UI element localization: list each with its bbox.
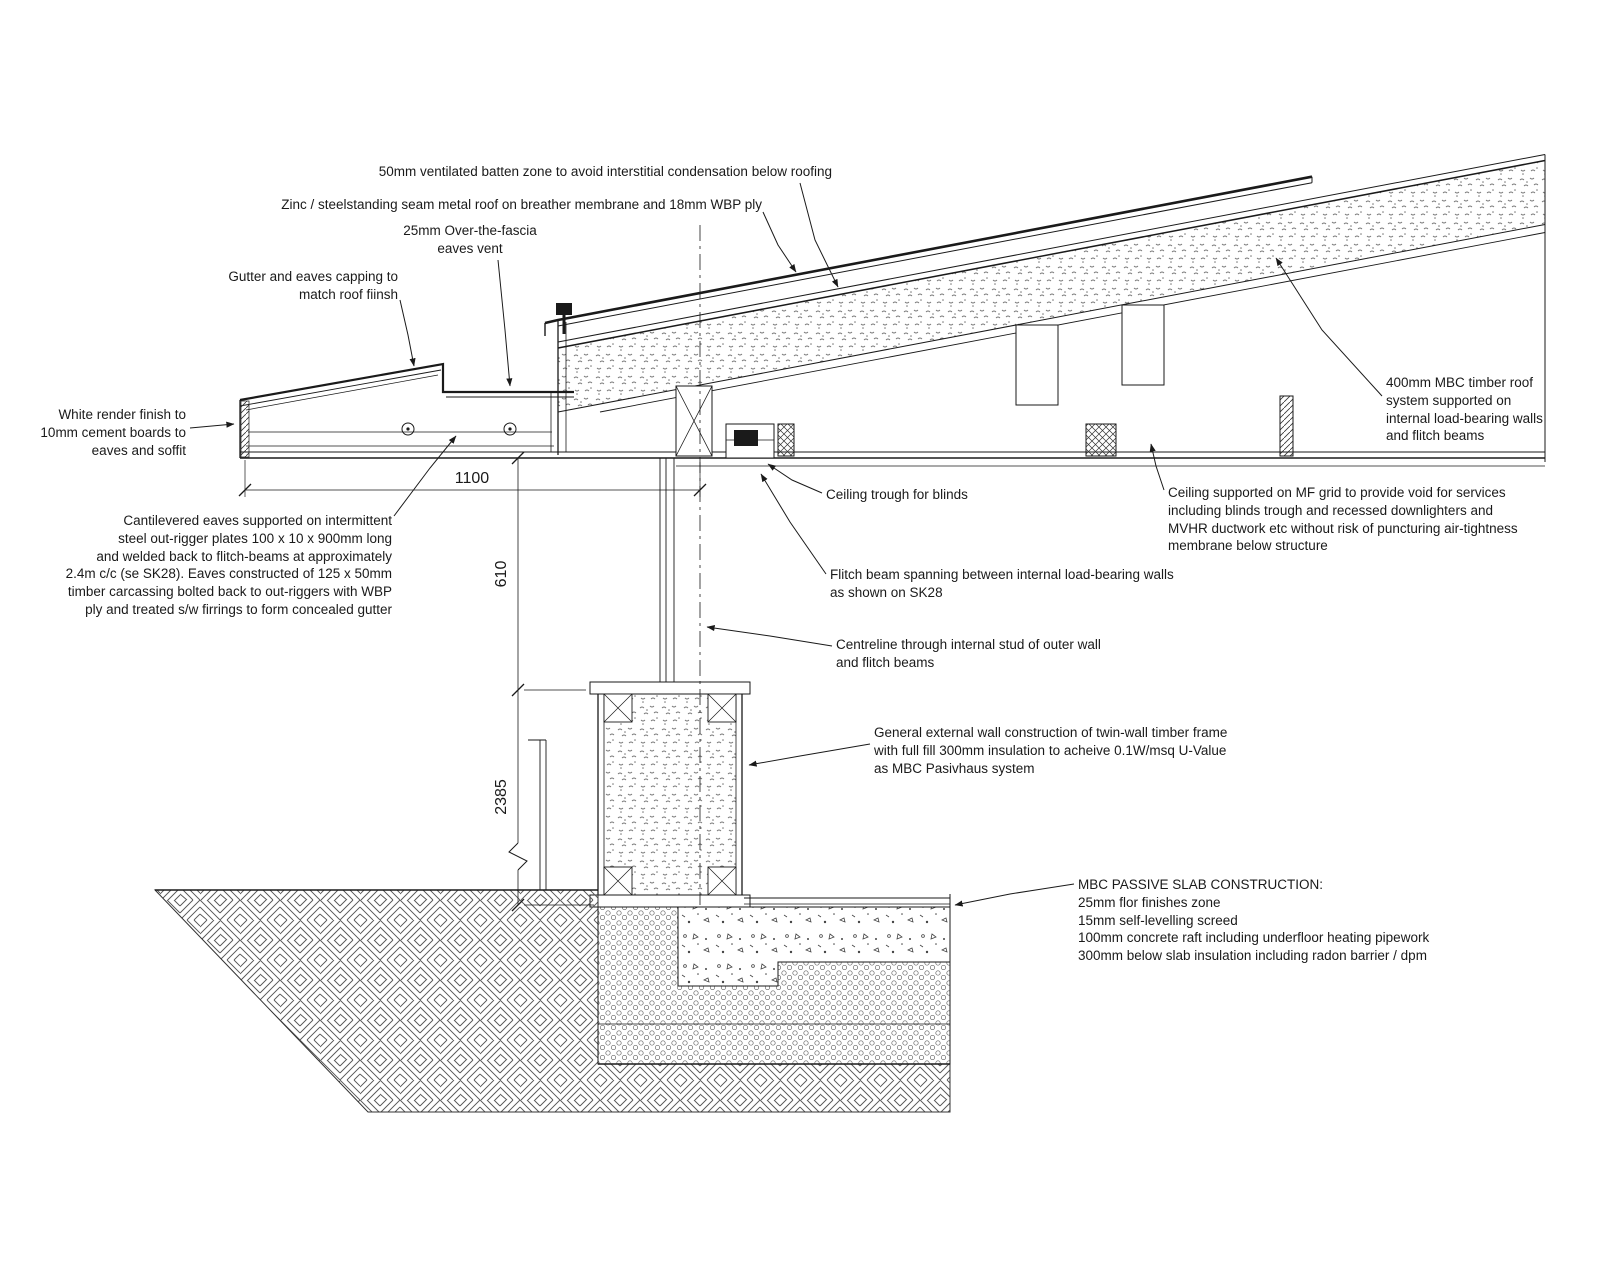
roof-assembly — [544, 154, 1546, 462]
wall-top-plate — [589, 681, 751, 695]
wall-head-stud — [675, 385, 713, 457]
roof-insulation-hatch — [558, 160, 1545, 412]
flitch-beam-section — [777, 423, 795, 457]
leader-roof-system — [1275, 257, 1383, 397]
dim-2385: 2385 — [493, 779, 510, 815]
label-eaves-vent: 25mm Over-the-fascia eaves vent — [403, 223, 537, 256]
wall-stud-section — [603, 693, 737, 896]
label-batten-zone: 50mm ventilated batten zone to avoid int… — [378, 164, 832, 179]
dimension-break-symbol — [508, 842, 528, 871]
eaves-capping — [239, 362, 574, 402]
dimension-vertical: 610 2385 — [493, 451, 594, 912]
label-gutter-capping: Gutter and eaves capping to match roof f… — [228, 269, 398, 302]
leader-gutter-capping — [399, 299, 416, 367]
leader-wall-construction — [748, 743, 871, 767]
floor-slab — [597, 894, 951, 1065]
dimension-eaves-projection: 1100 — [238, 460, 707, 497]
wall-insulation-hatch — [604, 694, 736, 895]
gutter-outlet — [556, 303, 572, 315]
label-roof-system: 400mm MBC timber roof system supported o… — [1386, 375, 1543, 444]
blinds-trough — [725, 423, 775, 459]
wall-sole-plate — [589, 894, 751, 908]
ceiling-hanger-strap — [1279, 395, 1294, 457]
label-white-render: White render finish to 10mm cement board… — [40, 407, 186, 458]
label-centreline: Centreline through internal stud of oute… — [836, 637, 1101, 670]
label-cantilevered-eaves: Cantilevered eaves supported on intermit… — [65, 513, 392, 618]
ply-line — [557, 154, 1546, 343]
leader-eaves-vent — [497, 259, 513, 387]
eaves-assembly — [239, 303, 574, 458]
external-wall — [528, 385, 751, 908]
mvhr-duct — [1085, 423, 1117, 457]
leader-cantilevered-eaves — [393, 435, 457, 517]
leader-flitch-beam — [760, 473, 827, 575]
dim-1100: 1100 — [455, 470, 490, 487]
label-ceiling-trough: Ceiling trough for blinds — [826, 487, 968, 502]
roof-hanger — [1015, 324, 1059, 406]
leader-white-render — [189, 421, 235, 429]
label-wall-construction: General external wall construction of tw… — [874, 725, 1228, 776]
label-mf-grid: Ceiling supported on MF grid to provide … — [1168, 485, 1518, 554]
label-flitch-beam: Flitch beam spanning between internal lo… — [830, 567, 1174, 600]
label-slab-construction: MBC PASSIVE SLAB CONSTRUCTION: 25mm flor… — [1078, 877, 1430, 964]
dimensions: 1100 610 2385 — [238, 451, 707, 912]
leader-centreline — [706, 625, 833, 647]
leader-batten-zone — [799, 182, 839, 288]
leader-ceiling-trough — [767, 463, 823, 494]
leader-metal-roof — [762, 211, 797, 273]
label-metal-roof: Zinc / steelstanding seam metal roof on … — [281, 197, 762, 212]
leader-mf-grid — [1149, 443, 1165, 491]
leader-lines — [189, 182, 1383, 907]
ceiling — [240, 423, 1545, 467]
render-board-hatch — [240, 400, 250, 458]
leader-slab — [954, 883, 1075, 907]
roof-hanger — [1121, 304, 1165, 386]
bolt-symbol — [401, 422, 517, 436]
dim-610: 610 — [493, 561, 510, 588]
external-render-line — [528, 739, 547, 890]
